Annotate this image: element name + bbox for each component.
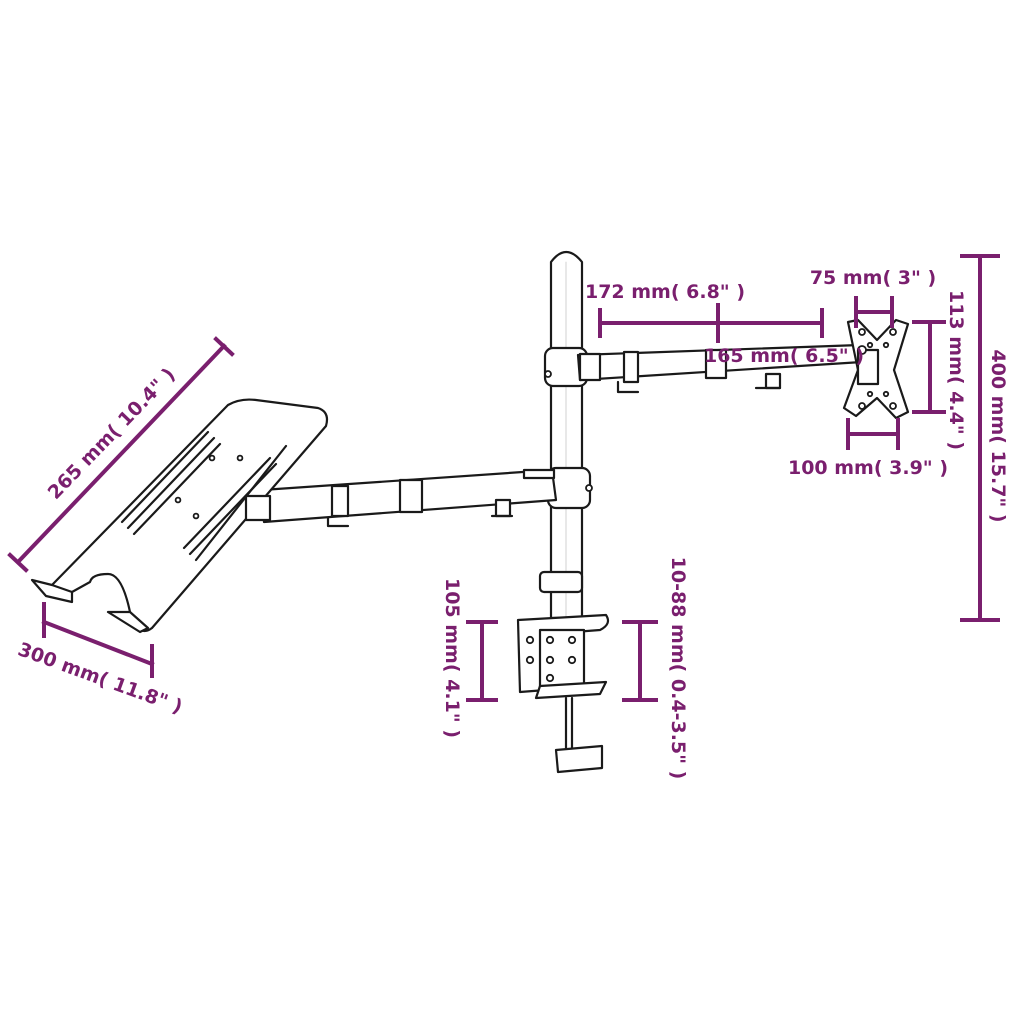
lower-arm <box>260 468 558 528</box>
pole <box>549 250 584 620</box>
desk-clamp <box>516 613 610 774</box>
dimension-lines <box>7 254 1000 702</box>
product-drawing <box>30 250 910 774</box>
label-tray-width: 300 mm( 11.8" ) <box>15 638 185 718</box>
upper-arm <box>576 343 864 394</box>
label-arm-segment-2: 165 mm( 6.5" ) <box>704 345 864 367</box>
vesa-plate <box>842 318 910 420</box>
label-clamp-height: 105 mm( 4.1" ) <box>441 578 463 738</box>
label-arm-segment-1: 172 mm( 6.8" ) <box>585 281 745 303</box>
tray-connector <box>244 494 272 522</box>
label-clamp-range: 10-88 mm( 0.4-3.5" ) <box>667 557 689 780</box>
label-plate-height: 113 mm( 4.4" ) <box>945 290 967 450</box>
laptop-tray <box>30 398 329 634</box>
label-vesa-75: 75 mm( 3" ) <box>810 267 936 289</box>
base-collar <box>538 570 584 594</box>
label-vesa-100: 100 mm( 3.9" ) <box>788 457 948 479</box>
label-pole-height: 400 mm( 15.7" ) <box>987 349 1009 522</box>
